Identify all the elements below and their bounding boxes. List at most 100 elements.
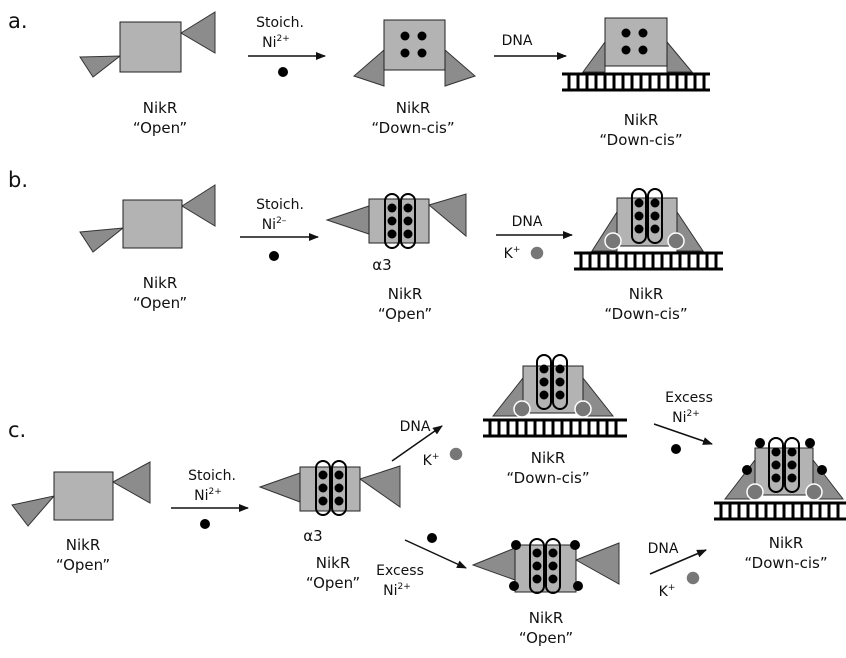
nickel-ion-dot	[671, 444, 681, 454]
nickel-ion-dot	[200, 519, 210, 529]
state-name: NikR	[143, 274, 178, 292]
step-label: DNA	[400, 419, 431, 435]
alpha3-helices	[536, 354, 568, 410]
nickel-ion	[387, 229, 397, 239]
nikr-body	[383, 19, 446, 71]
nickel-ion	[539, 390, 549, 400]
nikr-open-helix-shape	[325, 193, 467, 249]
nickel-ion	[638, 45, 648, 55]
nickel-ion	[548, 574, 558, 584]
helix-label: α3	[372, 256, 391, 274]
helix-label: α3	[303, 527, 322, 545]
nikr-dna-complex	[574, 188, 723, 271]
nickel-ion	[771, 447, 781, 457]
nickel-ion	[555, 377, 565, 387]
ion-label: K+	[423, 452, 440, 469]
dna-ladder	[483, 418, 627, 438]
state-name: NikR	[624, 111, 659, 129]
alpha3-helix	[784, 437, 800, 493]
nickel-ion	[805, 438, 815, 448]
state-label: “Open”	[56, 556, 110, 574]
nikr-arm-right	[358, 465, 401, 508]
nikr-dna-complex	[483, 354, 627, 438]
panel-a-letter: a.	[8, 9, 28, 33]
step-label: Stoich.	[256, 197, 304, 213]
nickel-ion	[539, 377, 549, 387]
nikr-arm-left	[325, 205, 370, 235]
nickel-ion	[532, 574, 542, 584]
state-name: NikR	[629, 285, 664, 303]
potassium-ion	[667, 232, 685, 250]
nickel-ion	[387, 203, 397, 213]
nickel-ion	[387, 216, 397, 226]
step-label: DNA	[648, 541, 679, 557]
potassium-ion-dot	[529, 245, 545, 261]
state-label: “Down-cis”	[506, 469, 589, 487]
alpha3-helix	[400, 193, 416, 249]
state-label: “Down-cis”	[744, 554, 827, 572]
nickel-ion	[771, 473, 781, 483]
nikr-arm-left	[258, 472, 301, 503]
nikr-arm-right	[111, 461, 151, 504]
potassium-ion-dot	[448, 446, 464, 462]
nickel-ion	[634, 198, 644, 208]
dna-ladder	[574, 251, 723, 271]
nikr-body	[122, 199, 183, 249]
nikr-open-excess-ni-shape	[471, 538, 620, 594]
nikr-open-shape	[11, 461, 151, 527]
potassium-ion-dot	[685, 570, 701, 586]
nickel-ion	[417, 31, 427, 41]
ion-label: Ni2+	[672, 409, 700, 426]
nickel-ion	[573, 581, 583, 591]
dna-ladder	[714, 501, 846, 521]
panel-b: b. NikR “Open” Stoich. Ni2– α3 NikR “Ope…	[8, 168, 723, 323]
nikr-arm-right	[666, 40, 694, 73]
panel-c: c. NikR “Open” Stoich. Ni2+ α3 NikR “Ope…	[8, 354, 846, 647]
nikr-body	[119, 21, 182, 73]
potassium-ion	[604, 232, 622, 250]
nickel-ion	[621, 28, 631, 38]
nikr-arm-right	[444, 48, 476, 87]
nikr-arm-right	[427, 193, 467, 238]
nikr-arm-right	[180, 11, 216, 54]
step-label: Excess	[665, 390, 713, 406]
nickel-ion	[548, 561, 558, 571]
nickel-ion	[650, 224, 660, 234]
nickel-ion-dot	[427, 533, 437, 543]
nickel-ion	[755, 438, 765, 448]
alpha3-helix	[315, 460, 331, 516]
potassium-ion	[513, 400, 531, 418]
state-label: “Open”	[519, 629, 573, 647]
alpha3-helices	[315, 460, 347, 516]
nickel-ion	[403, 216, 413, 226]
potassium-ion	[574, 400, 592, 418]
state-name: NikR	[529, 609, 564, 627]
nickel-ion	[417, 48, 427, 58]
nickel-ion	[400, 48, 410, 58]
alpha3-helix	[529, 538, 545, 594]
state-name: NikR	[769, 534, 804, 552]
alpha3-helices	[631, 188, 663, 244]
nikr-arm-left	[11, 495, 56, 527]
reaction-arrow	[653, 423, 713, 445]
nikr-arm-left	[79, 55, 122, 78]
nikr-open-shape	[79, 184, 216, 253]
alpha3-helix	[647, 188, 663, 244]
nickel-ion	[634, 211, 644, 221]
ion-label: Ni2+	[194, 487, 222, 504]
state-name: NikR	[66, 536, 101, 554]
nickel-ion	[539, 364, 549, 374]
reaction-arrow	[649, 549, 707, 575]
nickel-ion-dot	[269, 251, 279, 261]
alpha3-helix	[631, 188, 647, 244]
nikr-open-shape	[79, 11, 216, 78]
ion-label: K+	[504, 245, 521, 262]
nikr-arm-left	[582, 40, 606, 73]
step-label: DNA	[512, 214, 543, 230]
alpha3-helix	[331, 460, 347, 516]
nickel-ion	[334, 470, 344, 480]
potassium-ion	[746, 483, 764, 501]
nikr-arm-left	[353, 48, 385, 87]
state-label: “Open”	[378, 305, 432, 323]
ion-label: Ni2+	[262, 34, 290, 51]
